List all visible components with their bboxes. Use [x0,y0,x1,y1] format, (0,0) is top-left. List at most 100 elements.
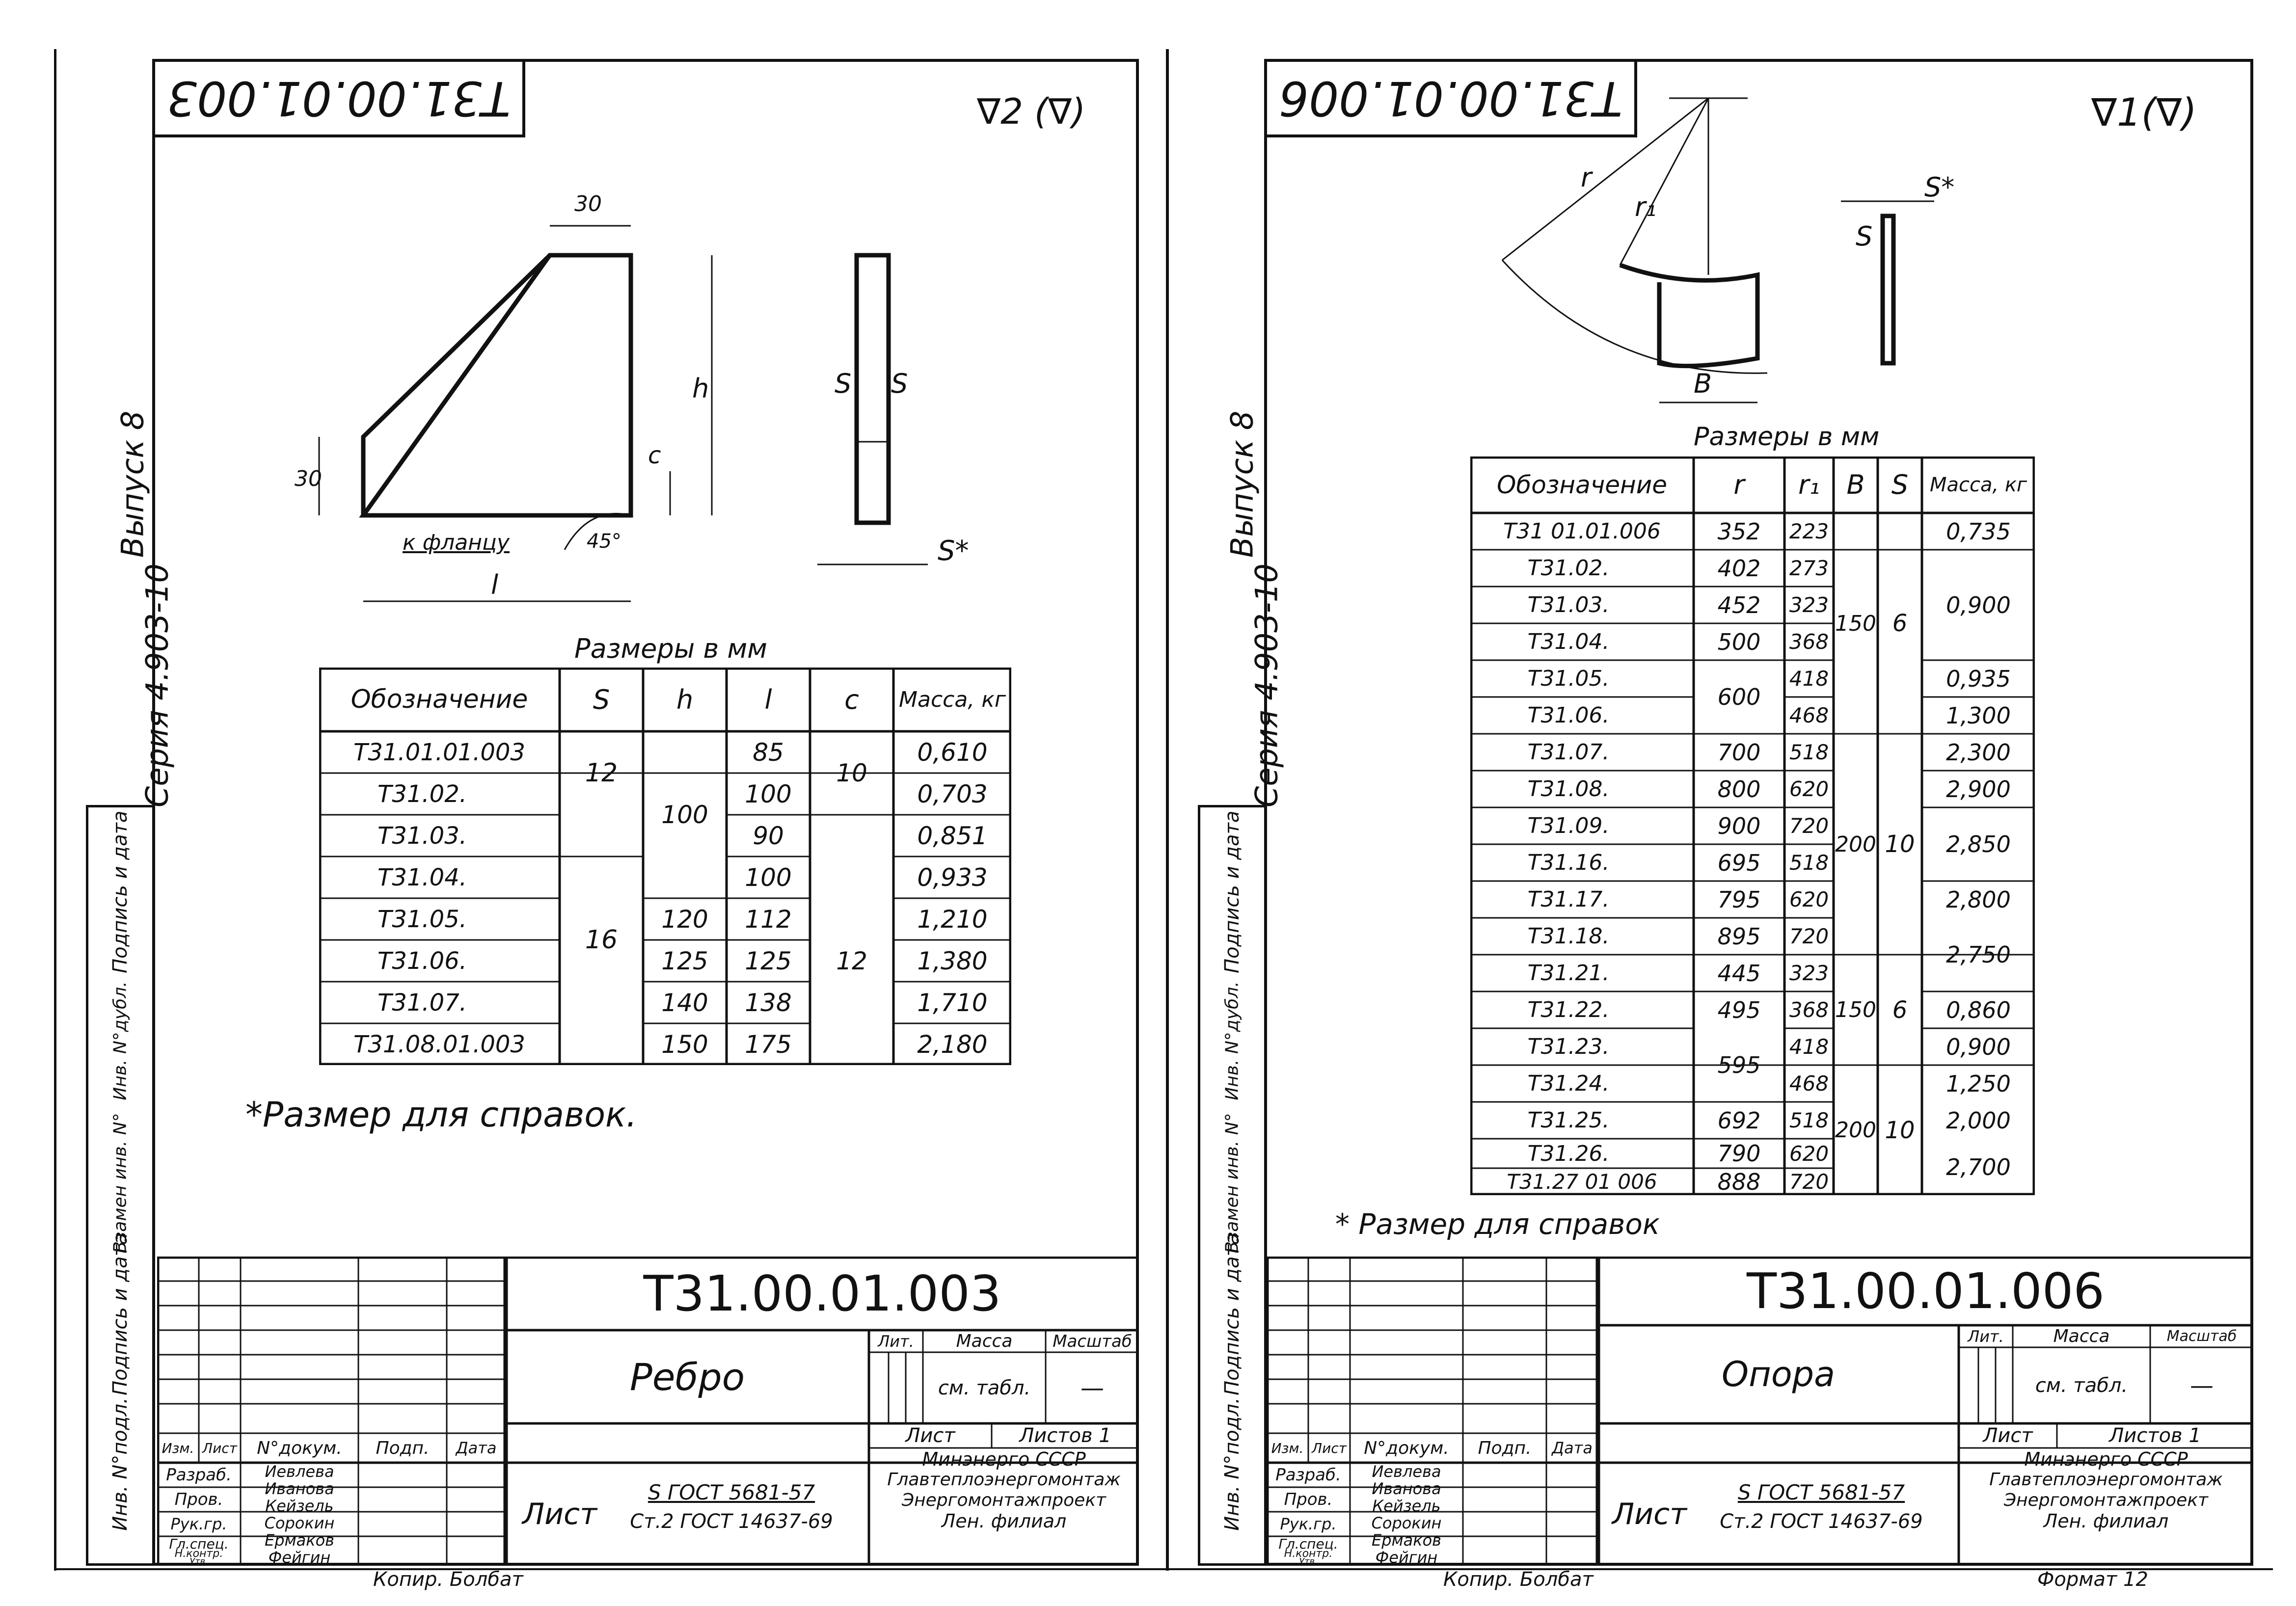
left-l-2: 90 [753,821,784,850]
right-scale-val: — [2190,1371,2214,1399]
right-r1-13: 368 [1789,998,1829,1022]
right-dim-r: r [1581,162,1592,193]
right-r1-2: 323 [1789,593,1829,617]
left-role-date: Дата [456,1439,497,1457]
left-table-grid [319,668,1011,1065]
right-mass-3: 1,300 [1946,702,2011,729]
left-role-glspec: Гл.спец. [169,1535,229,1552]
left-name-0: Иевлева [265,1462,334,1481]
left-mass-5: 1,380 [917,946,988,975]
left-l-7: 175 [745,1030,792,1059]
right-title-block: Т31.00.01.006 Опора Лит. Масса Масштаб с… [1267,1257,2253,1567]
right-th-designation: Обозначение [1497,470,1667,499]
right-designation-9: Т31.16. [1527,850,1610,875]
left-mass-val: см. табл. [938,1376,1031,1399]
right-r-5: 700 [1717,739,1761,766]
outer-frame-left-edge [54,49,56,1571]
right-r1-10: 620 [1789,887,1829,911]
right-r-6: 800 [1717,776,1761,803]
right-role-glspec: Гл.спец. [1278,1535,1338,1552]
left-mass-4: 1,210 [917,905,988,934]
right-mass-10: 0,900 [1946,1033,2011,1060]
left-role-razrab: Разраб. [166,1465,232,1485]
right-r1-17: 620 [1789,1141,1829,1166]
right-r-9: 795 [1717,886,1761,913]
left-role-podp: Подп. [376,1438,430,1458]
right-designation-16: Т31.25. [1527,1108,1610,1133]
left-th-c: c [844,684,859,715]
left-designation-5: Т31.06. [378,947,467,975]
right-designation-8: Т31.09. [1527,813,1610,838]
left-designation-4: Т31.05. [378,905,467,933]
right-role-doc: N°докум. [1364,1438,1449,1458]
right-designation-5: Т31.06. [1527,703,1610,728]
right-r-11: 445 [1717,960,1761,987]
right-name-1: Иванова [1372,1479,1441,1498]
right-lit: Лит. [1968,1327,2004,1346]
right-title-grid [1267,1257,2253,1566]
right-format: Формат 12 [2037,1568,2148,1591]
right-r-10: 895 [1717,923,1761,950]
left-note: *Размер для справок. [245,1095,637,1135]
left-dim-l: l [491,569,499,600]
left-l-0: 85 [753,738,784,767]
left-copy: Копир. Болбат [373,1568,523,1591]
left-role-list: Лист [202,1440,237,1456]
left-material-bottom: Ст.2 ГОСТ 14637-69 [630,1510,833,1533]
left-dim-c: c [648,442,661,469]
right-b-3: 200 [1835,1118,1876,1143]
left-l-4: 112 [745,905,792,934]
left-c-10: 10 [836,759,867,787]
right-s-2: 6 [1892,996,1908,1024]
right-r1-18: 720 [1789,1170,1829,1194]
left-designation-3: Т31.04. [378,863,467,891]
sheet-divider [1166,49,1169,1571]
right-designation-11: Т31.18. [1527,924,1610,949]
right-r-7: 900 [1717,812,1761,839]
left-org-0: Минэнерго СССР [922,1448,1086,1470]
right-table: Обозначение r r₁ B S Масса, кг Т31 01.01… [1470,456,2035,1195]
left-org-2: Энергомонтажпроект [901,1490,1107,1510]
right-r-12: 495 [1717,996,1761,1023]
right-th-mass: Масса, кг [1929,473,2027,496]
right-b-0: 150 [1835,611,1876,636]
left-name-3: Сорокин [264,1513,335,1532]
right-r-1: 402 [1717,555,1761,582]
right-org-0: Минэнерго СССР [2024,1448,2188,1470]
left-role-doc: N°докум. [257,1438,342,1458]
left-mass-7: 2,180 [917,1030,988,1059]
left-dim-top: 30 [574,191,602,216]
right-name-4: Ермаков [1371,1530,1442,1550]
left-table: Обозначение S h l c Масса, кг Т31.01.01.… [319,668,1011,1065]
left-dim-s2: S [891,368,908,399]
right-designation-0: Т31 01.01.006 [1503,519,1661,544]
right-name-3: Сорокин [1371,1513,1442,1532]
right-mass-8: 2,750 [1946,941,2011,968]
right-designation-1: Т31.02. [1527,556,1610,581]
right-role-izm: Изм. [1271,1440,1304,1456]
left-title-code: Т31.00.01.003 [643,1264,1001,1322]
left-s-16: 16 [585,925,618,955]
left-l-5: 125 [745,946,792,975]
left-designation-1: Т31.02. [378,780,467,808]
right-massa: Масса [2053,1326,2110,1346]
left-role-utv: Утв. [189,1556,208,1567]
right-role-razrab: Разраб. [1275,1465,1341,1485]
right-org-3: Лен. филиал [2043,1510,2169,1532]
left-massa: Масса [956,1331,1013,1351]
left-stamp-box [152,59,525,137]
right-role-date: Дата [1552,1439,1593,1457]
left-role-ruk: Рук.гр. [170,1515,227,1533]
right-b-2: 150 [1835,997,1876,1022]
left-h-120: 120 [661,905,708,934]
right-role-utv: Утв. [1299,1556,1318,1567]
left-org-3: Лен. филиал [941,1510,1067,1532]
right-r-4: 600 [1717,684,1761,710]
left-role-nkontr: Н.контр. [174,1547,223,1560]
right-designation-14: Т31.23. [1527,1034,1610,1059]
right-role-nkontr: Н.контр. [1284,1547,1333,1560]
right-dim-s: S [1856,221,1873,252]
right-s-1: 10 [1885,830,1915,858]
right-part-name: Опора [1721,1354,1836,1394]
right-designation-4: Т31.05. [1527,666,1610,691]
